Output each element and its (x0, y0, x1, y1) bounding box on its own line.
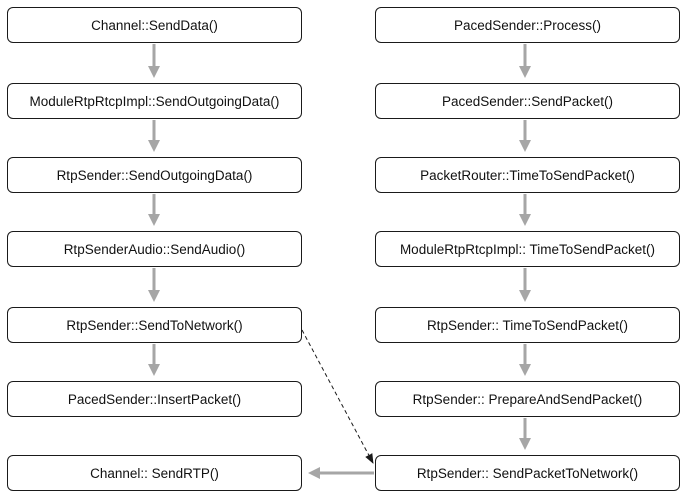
node-rtpsenderaudio-sendaudio: RtpSenderAudio::SendAudio() (7, 231, 302, 267)
node-pacedsender-insertpacket: PacedSender::InsertPacket() (7, 381, 302, 417)
node-label: PacedSender::Process() (453, 17, 602, 33)
node-label: RtpSenderAudio::SendAudio() (63, 241, 246, 257)
node-pacedsender-process: PacedSender::Process() (375, 7, 680, 43)
node-label: PacedSender::SendPacket() (441, 93, 614, 109)
node-rtpsender-sendoutgoingdata: RtpSender::SendOutgoingData() (7, 157, 302, 193)
node-label: RtpSender::SendToNetwork() (66, 317, 243, 333)
node-channel-sendrtp: Channel:: SendRTP() (7, 455, 302, 491)
node-rtpsender-prepareandsendpacket: RtpSender:: PrepareAndSendPacket() (375, 381, 680, 417)
node-label: PacedSender::InsertPacket() (67, 391, 242, 407)
node-channel-senddata: Channel::SendData() (7, 7, 302, 43)
edge-dashed-left4-to-right6 (301, 329, 374, 464)
node-rtpsender-sendtonetwork: RtpSender::SendToNetwork() (7, 307, 302, 343)
node-label: RtpSender:: TimeToSendPacket() (426, 317, 629, 333)
node-label: RtpSender::SendOutgoingData() (56, 167, 253, 183)
node-label: RtpSender:: PrepareAndSendPacket() (412, 391, 643, 407)
node-pacedsender-sendpacket: PacedSender::SendPacket() (375, 83, 680, 119)
node-label: PacketRouter::TimeToSendPacket() (420, 167, 635, 183)
node-rtpsender-sendpackettonetwork: RtpSender:: SendPacketToNetwork() (375, 455, 680, 491)
node-label: ModuleRtpRtcpImpl:: TimeToSendPacket() (399, 241, 656, 257)
node-rtpsender-timetosendpacket: RtpSender:: TimeToSendPacket() (375, 307, 680, 343)
node-modulertprtcpimpl-timetosendpacket: ModuleRtpRtcpImpl:: TimeToSendPacket() (375, 231, 680, 267)
node-packetrouter-timetosendpacket: PacketRouter::TimeToSendPacket() (375, 157, 680, 193)
node-label: RtpSender:: SendPacketToNetwork() (416, 465, 639, 481)
node-modulertprtcpimpl-sendoutgoingdata: ModuleRtpRtcpImpl::SendOutgoingData() (7, 83, 302, 119)
node-label: Channel::SendData() (91, 17, 218, 33)
node-label: ModuleRtpRtcpImpl::SendOutgoingData() (29, 93, 280, 109)
node-label: Channel:: SendRTP() (90, 465, 219, 481)
